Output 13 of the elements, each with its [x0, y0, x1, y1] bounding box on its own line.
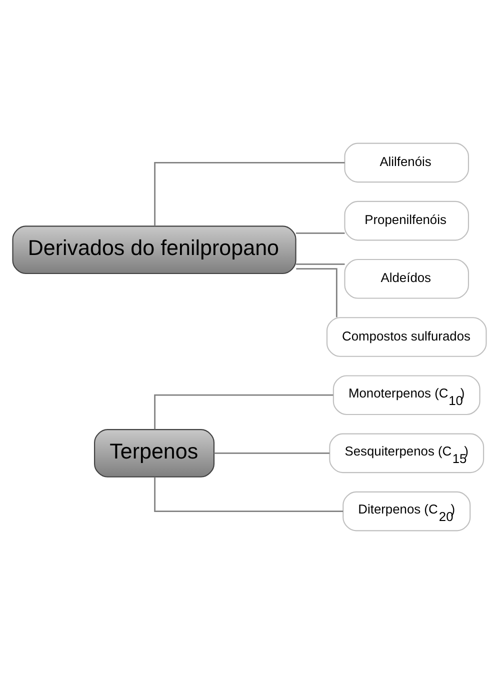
connector [154, 476, 344, 512]
node-box: Propenilfenóis [344, 200, 470, 240]
node-box: Aldeídos [344, 258, 470, 298]
connector [154, 161, 345, 226]
connector [296, 232, 345, 234]
node-box: Compostos sulfurados [326, 316, 487, 356]
connector [154, 394, 334, 429]
connector [296, 262, 345, 264]
node-box: Terpenos [94, 428, 215, 477]
node-box: Alilfenóis [344, 142, 470, 182]
connector [214, 452, 330, 454]
connector [296, 268, 338, 317]
node-box: Derivados do fenilpropano [12, 225, 296, 274]
